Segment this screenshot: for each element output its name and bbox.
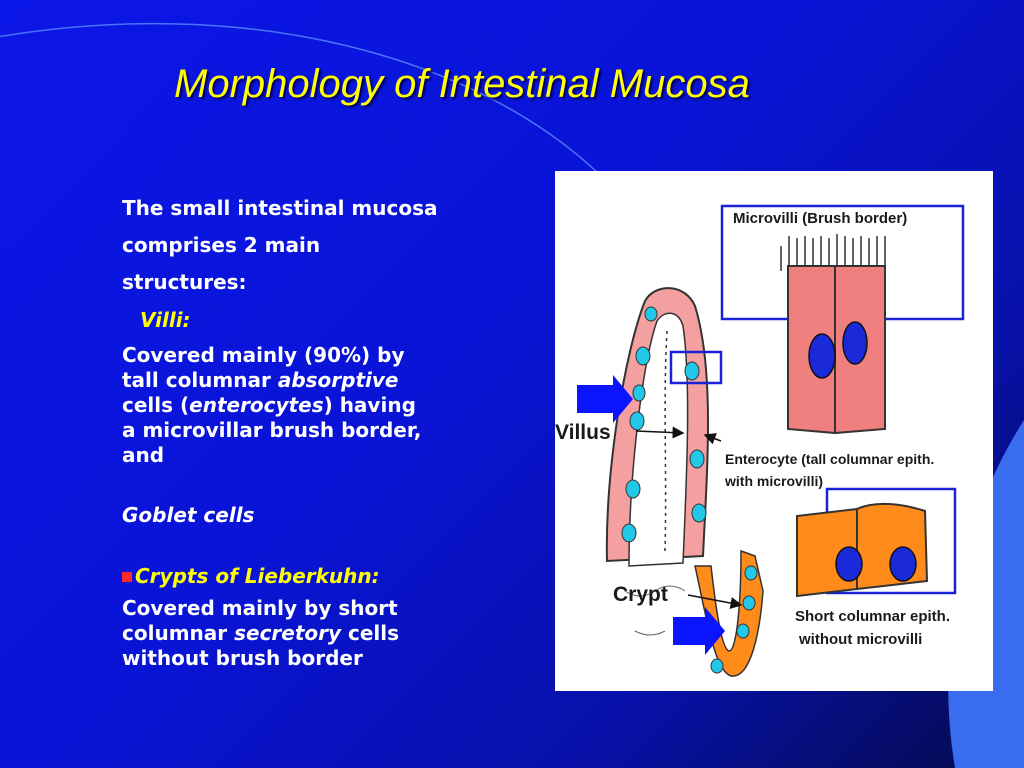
crypts-description: Covered mainly by short columnar secreto… — [122, 596, 399, 671]
intro-line: comprises 2 main — [122, 233, 321, 257]
short-columnar-label-2: without microvilli — [798, 631, 922, 648]
text-run: a microvillar brush border, — [122, 418, 422, 442]
crypts-line: columnar secretory cells — [122, 621, 399, 646]
diagram-drawing: Microvilli (Brush border) Villus Crypt E… — [555, 204, 965, 677]
villi-line: a microvillar brush border, — [122, 418, 421, 443]
goblet-cells-label: Goblet cells — [122, 503, 255, 527]
villi-line: and — [122, 443, 421, 468]
mucosa-diagram: Microvilli (Brush border) Villus Crypt E… — [555, 171, 993, 691]
text-run: ) having — [323, 393, 416, 417]
intro-line: The small intestinal mucosa — [122, 196, 438, 220]
villi-line: tall columnar absorptive — [122, 368, 421, 393]
text-run: Covered mainly (90%) by — [122, 343, 405, 367]
text-run-italic: secretory — [234, 621, 342, 645]
villi-line: Covered mainly (90%) by — [122, 343, 421, 368]
crypts-line: without brush border — [122, 646, 363, 670]
slide-title: Morphology of Intestinal Mucosa — [174, 62, 750, 106]
villi-line: cells (enterocytes) having — [122, 393, 421, 418]
text-run: and — [122, 443, 165, 467]
enterocyte-label: Enterocyte (tall columnar epith. — [725, 451, 934, 467]
crypts-heading-text: Crypts of Lieberkuhn: — [135, 564, 380, 588]
crypts-heading: Crypts of Lieberkuhn: — [122, 564, 380, 588]
bullet-icon — [122, 572, 132, 582]
villus-highlight-frame — [669, 350, 723, 385]
villi-description: Covered mainly (90%) by tall columnar ab… — [122, 343, 421, 468]
text-run: columnar — [122, 621, 235, 645]
crypts-line: Covered mainly by short — [122, 596, 398, 620]
crypt-arrow-icon — [673, 607, 725, 655]
villus-label: Villus — [555, 421, 611, 444]
enterocyte-illustration — [780, 234, 886, 435]
text-run: tall columnar — [122, 368, 278, 392]
text-run: cells ( — [122, 393, 190, 417]
short-columnar-illustration — [796, 502, 929, 598]
intro-line: structures: — [122, 270, 247, 294]
villus-arrow-icon — [577, 375, 633, 423]
villus-illustration — [605, 287, 764, 677]
text-run: cells — [341, 621, 400, 645]
crypt-label: Crypt — [613, 583, 668, 606]
text-run-italic: enterocytes — [189, 393, 324, 417]
microvilli-label: Microvilli (Brush border) — [733, 210, 907, 227]
text-run-italic: absorptive — [277, 368, 399, 392]
intro-text: The small intestinal mucosa comprises 2 … — [122, 190, 438, 301]
villi-heading: Villi: — [140, 308, 191, 332]
short-columnar-label: Short columnar epith. — [795, 608, 950, 625]
enterocyte-label-2: with microvilli) — [724, 473, 823, 489]
